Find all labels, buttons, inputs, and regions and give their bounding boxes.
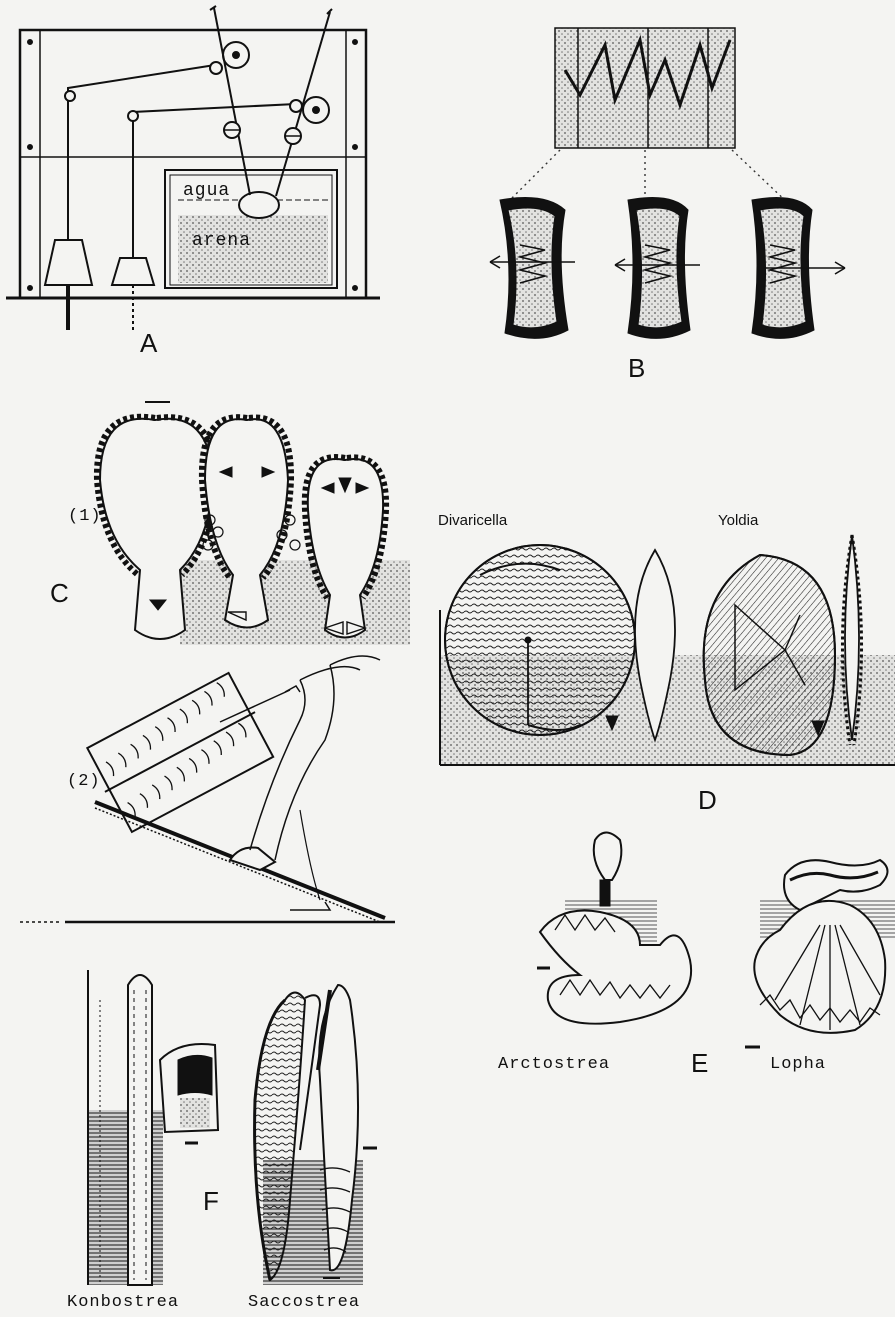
genus-label-saccostrea: Saccostrea [248,1294,360,1311]
genus-label-lopha: Lopha [770,1056,826,1073]
weight-right [112,258,154,285]
panel-e-oysters [537,833,895,1048]
panel-b-record [505,28,790,205]
sand-label: arena [192,232,251,250]
panel-label-f: F [203,1188,219,1214]
panel-b-shells [490,198,845,339]
konbostrea-shell [128,975,152,1285]
panel-label-d: D [698,787,717,813]
panel-label-e: E [691,1050,708,1076]
shell-in-tank [239,192,279,218]
panel-c1-burrowing [97,402,410,645]
genus-label-yoldia: Yoldia [718,513,758,528]
genus-label-arctostrea: Arctostrea [498,1056,610,1073]
subpanel-label-c2: (2) [67,773,101,790]
water-label: agua [183,182,230,200]
arctostrea-shell [540,911,691,1024]
genus-label-divaricella: Divaricella [438,513,507,528]
panel-label-a: A [140,330,157,356]
panel-d-sculpture [440,535,895,765]
panel-a-apparatus [6,6,380,330]
panel-label-c: C [50,580,69,606]
genus-label-konbostrea: Konbostrea [67,1294,179,1311]
panel-f-oysters [88,970,377,1285]
panel-label-b: B [628,355,645,381]
weight-left [45,240,92,285]
subpanel-label-c1: (1) [68,508,102,525]
boot [230,848,275,871]
